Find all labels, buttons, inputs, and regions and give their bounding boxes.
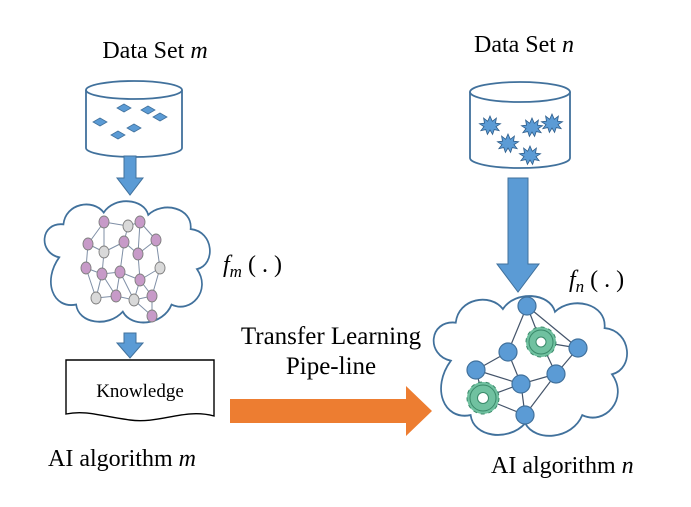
network-nodes — [80, 215, 166, 323]
arrow-down-1-icon — [115, 155, 145, 196]
algorithm-m-label: AI algorithm m — [48, 446, 196, 472]
algorithm-n-label: AI algorithm n — [491, 453, 634, 479]
network-nodes-n — [466, 296, 588, 425]
dataset-m-title: Data Set m — [102, 38, 207, 64]
cloud-network-m — [43, 200, 211, 324]
dataset-n-title: Data Set n — [474, 32, 574, 58]
gear-icon — [525, 326, 557, 358]
arrow-down-n-icon — [496, 177, 540, 293]
pipeline-label: Pipe-line — [286, 353, 376, 380]
database-cylinder-m-icon — [85, 80, 183, 158]
database-cylinder-n-icon — [469, 81, 571, 169]
cloud-network-n — [432, 295, 629, 437]
data-stars — [478, 112, 564, 166]
transfer-arrow-icon — [230, 386, 432, 436]
function-m-label: fm ( . ) — [223, 252, 282, 281]
arrow-down-2-icon — [115, 332, 145, 359]
gear-icon — [466, 381, 500, 415]
data-diamonds — [92, 103, 168, 140]
function-n-label: fn ( . ) — [569, 267, 624, 296]
transfer-learning-label: Transfer Learning — [241, 323, 422, 350]
knowledge-label: Knowledge — [96, 381, 184, 402]
knowledge-document: Knowledge — [65, 359, 215, 422]
